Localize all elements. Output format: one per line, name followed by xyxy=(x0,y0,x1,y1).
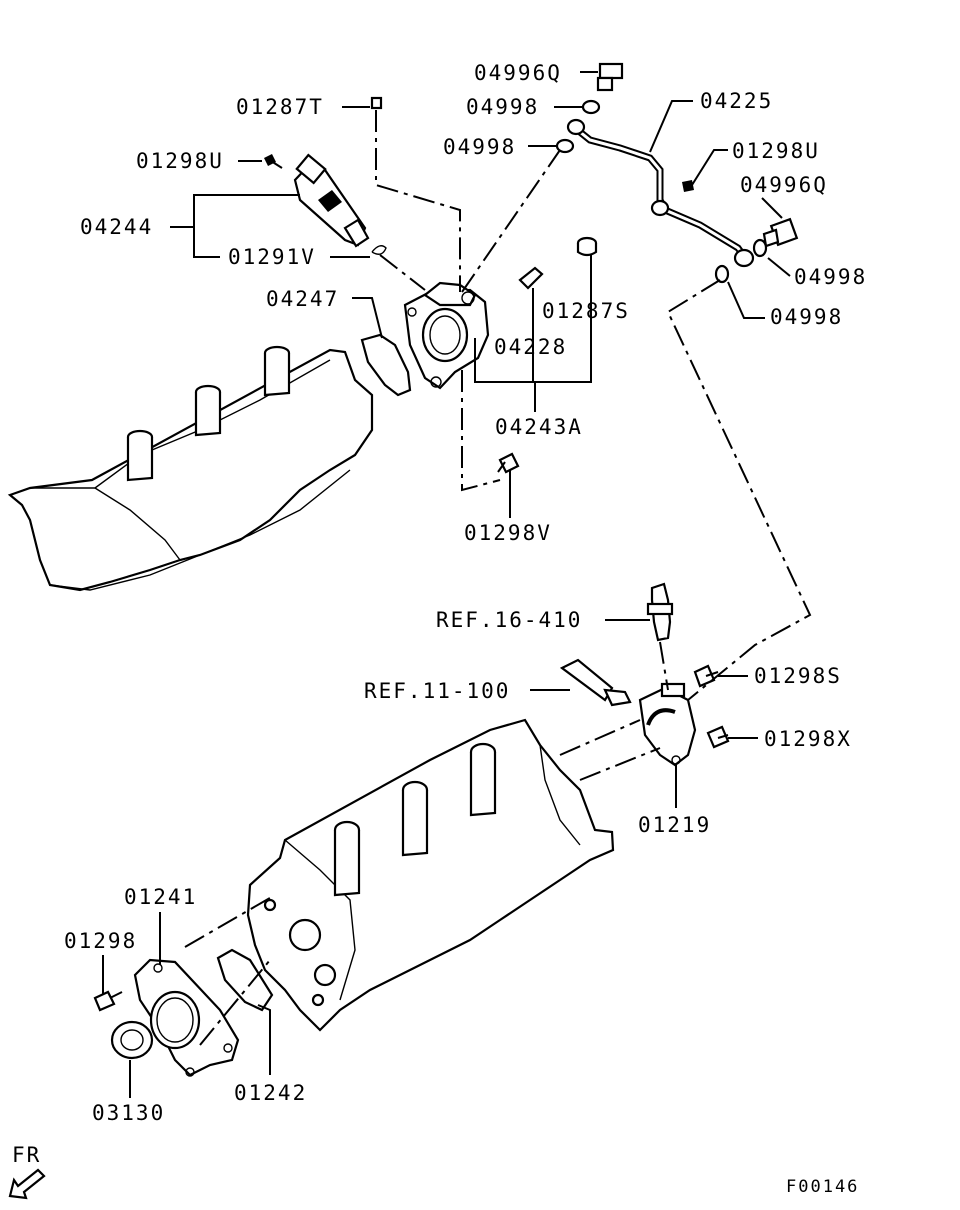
cover-01241 xyxy=(133,958,240,1077)
lower-cylinder-head xyxy=(246,718,615,1032)
oring-01291V xyxy=(371,245,387,255)
bolt-01298 xyxy=(93,990,123,1012)
sealant-tube-ref11 xyxy=(559,658,632,707)
washer-04998-a xyxy=(581,99,601,115)
washer-04998-b xyxy=(555,138,575,154)
cap-01287T xyxy=(370,96,383,110)
label-04998-b: 04998 xyxy=(443,135,516,159)
label-01287T: 01287T xyxy=(236,95,324,119)
label-01219: 01219 xyxy=(638,813,711,837)
label-01287S: 01287S xyxy=(542,299,630,323)
label-04998-c: 04998 xyxy=(794,265,867,289)
washer-04998-d xyxy=(714,264,730,284)
washer-04998-c xyxy=(752,238,768,258)
label-04228: 04228 xyxy=(494,335,567,359)
label-01298U-right: 01298U xyxy=(732,139,820,163)
label-01298: 01298 xyxy=(64,929,137,953)
label-01298U-left: 01298U xyxy=(136,149,224,173)
gasket-01242 xyxy=(216,948,274,1012)
label-04998-a: 04998 xyxy=(466,95,539,119)
oil-pipe-04225 xyxy=(566,118,755,268)
label-01298V: 01298V xyxy=(464,521,552,545)
figure-code: F00146 xyxy=(786,1177,859,1197)
label-04225: 04225 xyxy=(700,89,773,113)
label-04996Q-top: 04996Q xyxy=(474,61,562,85)
assembly-lines xyxy=(184,110,812,1046)
bolt-04228 xyxy=(518,266,544,290)
label-04243A: 04243A xyxy=(495,415,583,439)
sensor-ref16 xyxy=(646,582,674,642)
gasket-04247 xyxy=(360,333,412,397)
solenoid-04244 xyxy=(293,153,370,248)
label-03130: 03130 xyxy=(92,1101,165,1125)
label-01298X: 01298X xyxy=(764,727,852,751)
bolt-01298S xyxy=(693,664,719,688)
bolt-01298V xyxy=(497,452,520,474)
label-01291V: 01291V xyxy=(228,245,316,269)
bolt-04996Q-right xyxy=(762,217,799,248)
upper-cylinder-head xyxy=(7,345,374,592)
housing-01219 xyxy=(638,682,697,767)
cap-01287S xyxy=(576,236,598,257)
label-01241: 01241 xyxy=(124,885,197,909)
front-arrow-icon xyxy=(8,1168,46,1200)
label-04998-d: 04998 xyxy=(770,305,843,329)
bolt-01298X xyxy=(706,725,730,749)
label-04244: 04244 xyxy=(80,215,153,239)
oil-seal-03130 xyxy=(110,1020,154,1060)
label-01298S: 01298S xyxy=(754,664,842,688)
actuator-04243A xyxy=(403,281,490,390)
bolt-04996Q-top xyxy=(596,62,624,92)
label-04247: 04247 xyxy=(266,287,339,311)
label-fr: FR xyxy=(12,1143,41,1167)
bolt-01298U-right xyxy=(682,180,694,192)
label-04996Q-right: 04996Q xyxy=(740,173,828,197)
leader-lines xyxy=(102,71,791,1098)
label-ref-16-410: REF.16-410 xyxy=(436,608,582,632)
part-labels: 04996Q 04998 01287T 04998 04225 01298U 0… xyxy=(12,61,867,1197)
bolt-01298U-left xyxy=(264,154,283,169)
label-ref-11-100: REF.11-100 xyxy=(364,679,510,703)
label-01242: 01242 xyxy=(234,1081,307,1105)
